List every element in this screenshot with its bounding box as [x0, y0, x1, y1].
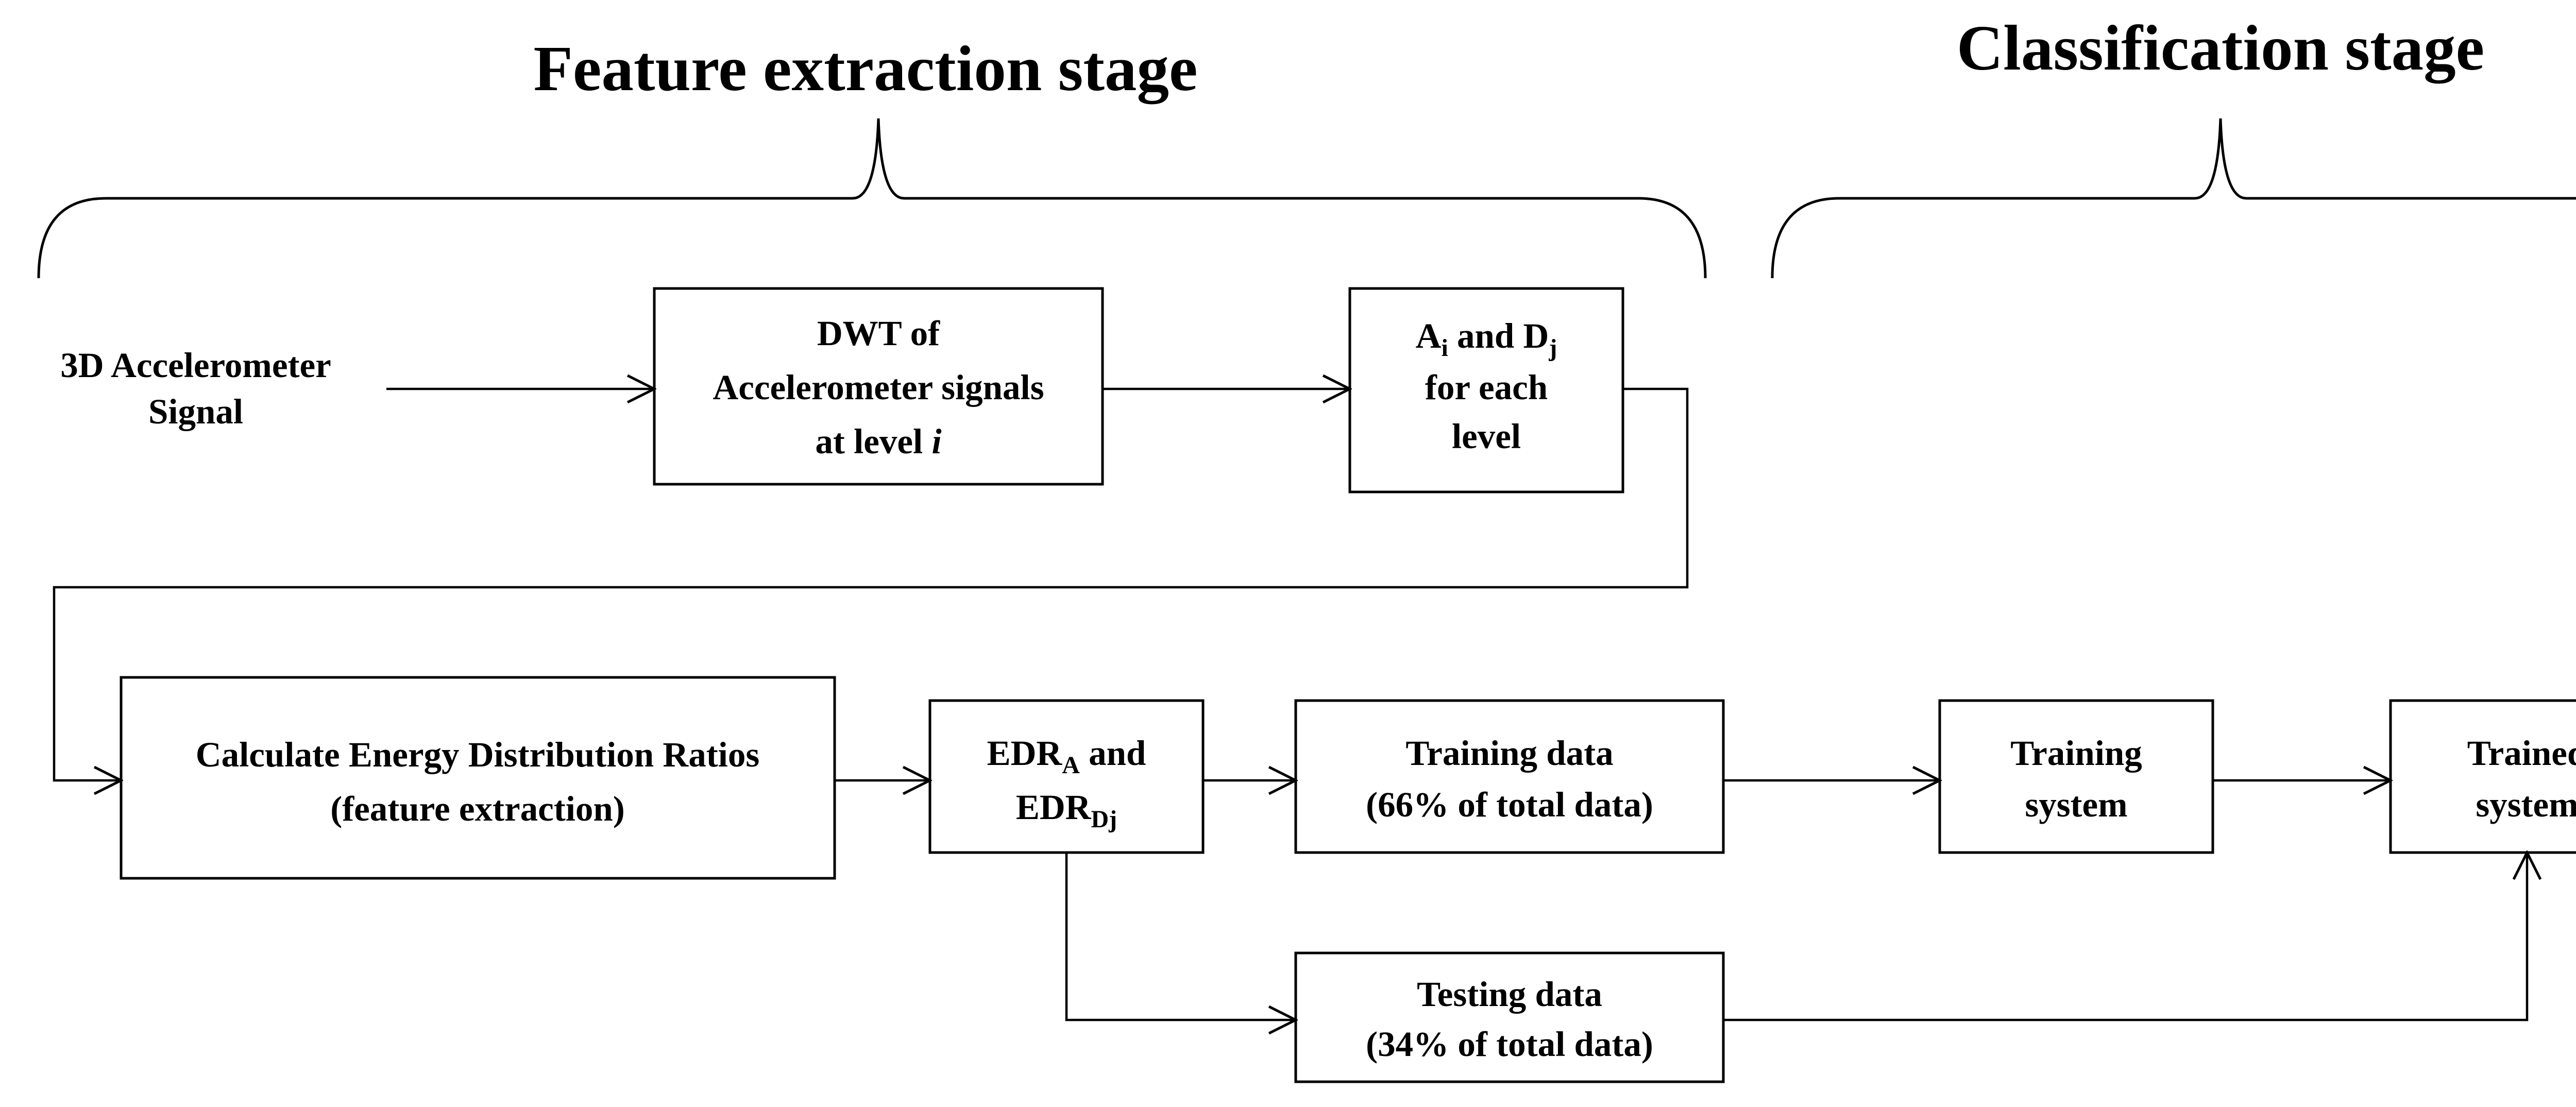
training-data-label: (66% of total data) — [1366, 785, 1653, 824]
edr-features-node: EDRA and EDRDj — [928, 699, 1205, 854]
calc-edr-node: Calculate Energy Distribution Ratios (fe… — [120, 676, 836, 880]
dwt-box — [653, 287, 1104, 486]
dwt-label: DWT of — [817, 314, 940, 353]
testing-data-label: (34% of total data) — [1366, 1025, 1653, 1064]
training-system-box — [1938, 699, 2214, 854]
training-data-box — [1294, 699, 1725, 854]
testing-data-label: Testing data — [1417, 975, 1602, 1014]
ai-dj-label: Ai and Dj — [1416, 316, 1557, 362]
training-data-node: Training data (66% of total data) — [1294, 699, 1725, 854]
ai-dj-label: for each — [1425, 368, 1548, 407]
classification-stage-title: Classification stage — [1957, 13, 2484, 84]
testing-data-node: Testing data (34% of total data) — [1294, 951, 1725, 1083]
calc-edr-label: (feature extraction) — [330, 789, 625, 828]
training-data-label: Training data — [1405, 734, 1613, 773]
input-signal-label: 3D Accelerometer — [60, 346, 331, 385]
dwt-node: DWT of Accelerometer signals at level i — [653, 287, 1104, 486]
training-system-label: system — [2025, 785, 2127, 824]
input-signal-node: 3D Accelerometer Signal — [60, 346, 331, 431]
classification-brace — [1771, 118, 2576, 279]
feature-extraction-brace — [37, 118, 1707, 279]
feature-extraction-stage-title: Feature extraction stage — [534, 33, 1198, 105]
ai-dj-box — [1348, 287, 1624, 493]
testing-data-box — [1294, 951, 1725, 1083]
calc-edr-label: Calculate Energy Distribution Ratios — [196, 735, 759, 774]
ai-dj-node: Ai and Dj for each level — [1348, 287, 1624, 493]
trained-system-label: system — [2476, 785, 2576, 824]
trained-system-label: Trained — [2467, 734, 2576, 773]
edr-features-label: EDRA and — [987, 734, 1146, 779]
trained-system-box — [2389, 699, 2576, 854]
ai-dj-label: level — [1452, 417, 1521, 456]
edr-features-box — [928, 699, 1205, 854]
edge-testing-data-to-trained-system — [1723, 853, 2527, 1021]
dwt-label: at level i — [815, 422, 941, 461]
calc-edr-box — [120, 676, 836, 880]
dwt-label: Accelerometer signals — [713, 368, 1044, 407]
edge-ai-dj-to-calc-edr — [53, 387, 1689, 780]
edr-features-label: EDRDj — [1016, 788, 1117, 833]
input-signal-label: Signal — [148, 392, 243, 431]
training-system-node: Training system — [1938, 699, 2214, 854]
trained-system-node: Trained system — [2389, 699, 2576, 854]
edge-edr-features-to-testing-data — [1065, 853, 1296, 1020]
training-system-label: Training — [2010, 734, 2142, 773]
